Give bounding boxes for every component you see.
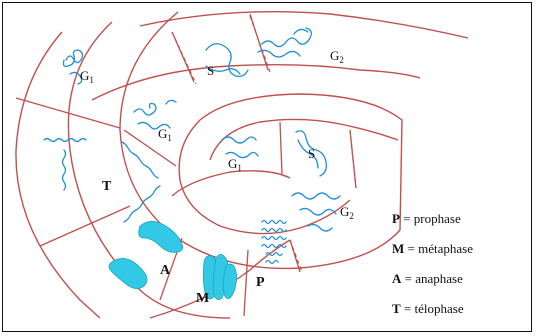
divider-g1-s-inner [279,121,283,175]
label-t: T [102,179,112,194]
label-g1-middle: G1 [158,126,172,143]
phase-labels: G1 S G2 G1 G1 S G2 T A M P [80,48,354,306]
legend-key: P [392,211,400,226]
chromatin-prophase [261,219,287,265]
dashed-s-g2-outer [249,15,271,73]
legend-text: télophase [414,301,464,316]
chromatin-g1-inner [221,136,259,159]
spiral-innermost-arc [171,170,291,197]
label-a: A [160,263,171,278]
metaphase-chromosome-c [222,263,238,299]
legend-text: métaphase [418,241,473,256]
dashed-g1-s-outer [171,31,197,85]
label-m: M [196,291,209,306]
chromatin-group [43,27,341,265]
label-g1-outer: G1 [80,68,94,85]
dashed-dividers [171,15,357,273]
anaphase-chromosome-upper [138,221,183,253]
chromatin-g2-outer [257,27,312,58]
legend-row-metaphase: M = métaphase [392,234,473,264]
chromatin-s-outer [205,43,249,78]
label-s-inner: S [308,146,315,161]
label-g2-inner: G2 [340,204,354,221]
divider-t-a [39,205,131,247]
legend-sep: = [399,211,414,226]
chromatin-t-right [121,141,161,223]
phase-legend: P = prophase M = métaphase A = anaphase … [392,204,473,324]
label-p: P [256,275,265,290]
spiral-inner-top-arc [209,118,399,161]
legend-text: anaphase [415,271,463,286]
legend-text: prophase [413,211,461,226]
legend-key: A [392,271,402,286]
anaphase-chromosome-lower [108,258,148,289]
legend-sep: = [400,301,415,316]
chromatin-t-left [43,137,87,191]
chromatin-g2-inner [291,192,341,232]
dashed-s-g2-inner [349,129,357,189]
legend-row-telophase: T = télophase [392,294,473,324]
legend-row-anaphase: A = anaphase [392,264,473,294]
label-s-outer: S [207,63,214,78]
chromatin-s-inner [295,130,328,177]
chromatin-g1-middle [133,99,177,130]
legend-key: M [392,241,405,256]
label-g2-outer: G2 [330,48,344,65]
divider-g1-t-inner [123,129,177,167]
figure-frame [2,2,532,332]
label-g1-inner: G1 [228,156,242,173]
dashed-p-g2 [289,239,303,273]
spiral-inner-arc [179,179,351,235]
spiral-mid-arc [91,63,421,101]
chromosomes-group [108,221,238,300]
legend-key: T [392,301,401,316]
spiral-outer-arc [15,31,101,319]
chromatin-g1-outer [62,49,84,85]
legend-sep: = [404,241,419,256]
divider-p-g2 [289,239,301,273]
spiral-third-arc [119,11,403,270]
spiral-top-arc [139,11,469,39]
divider-g1-t [15,97,121,129]
divider-m-p [243,249,249,317]
legend-sep: = [401,271,416,286]
legend-row-prophase: P = prophase [392,204,473,234]
